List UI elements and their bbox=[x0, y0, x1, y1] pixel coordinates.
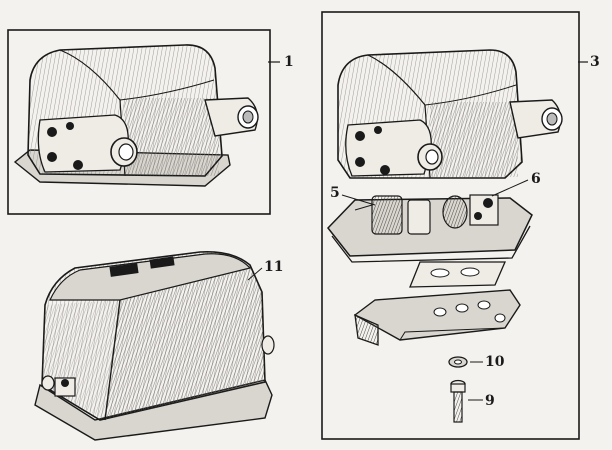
callout-10: 10 bbox=[485, 354, 505, 370]
callout-9: 9 bbox=[485, 393, 495, 409]
nut-item-10 bbox=[448, 356, 483, 368]
callout-5: 5 bbox=[330, 185, 340, 201]
gasket bbox=[409, 261, 506, 288]
frame-item-3 bbox=[321, 11, 580, 440]
regulator-base-mechanism bbox=[327, 179, 533, 263]
terminal-plate bbox=[353, 289, 521, 346]
callout-11: 11 bbox=[264, 259, 284, 275]
callout-1: 1 bbox=[284, 54, 294, 70]
regulator-cover-item-11 bbox=[34, 250, 275, 441]
frame-item-1 bbox=[7, 29, 271, 215]
callout-3: 3 bbox=[590, 54, 600, 70]
regulator-cover-item-1 bbox=[13, 44, 280, 187]
regulator-cover-item-3 bbox=[337, 49, 563, 179]
screw-item-9 bbox=[450, 379, 483, 423]
callout-6: 6 bbox=[531, 171, 541, 187]
